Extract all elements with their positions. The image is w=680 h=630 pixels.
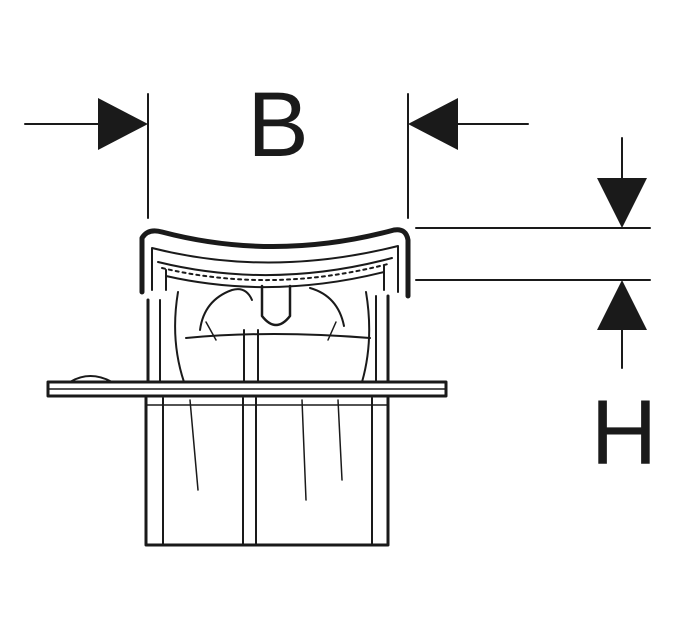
arrow-up-icon xyxy=(597,280,647,330)
outlet-body-outline xyxy=(144,396,390,547)
grate-perforation xyxy=(161,263,389,282)
grate-ring-outer xyxy=(139,227,411,299)
dimension-label-b: B xyxy=(247,74,308,176)
flange-tab xyxy=(69,375,113,383)
siphon-u xyxy=(260,284,292,327)
body-rib-line xyxy=(189,399,199,491)
trap-detail xyxy=(205,321,217,341)
body-rib-line xyxy=(337,399,343,481)
body-rib-line xyxy=(301,399,307,501)
flange-plate xyxy=(46,380,448,398)
arrow-right-icon xyxy=(98,98,148,150)
trap-detail xyxy=(327,321,337,341)
seal-line xyxy=(185,333,371,339)
trap-curve-right xyxy=(309,287,345,327)
drain-body xyxy=(46,227,448,547)
trap-curve-left xyxy=(199,288,253,331)
arrow-left-icon xyxy=(408,98,458,150)
grate-ring-inner xyxy=(151,245,399,293)
grate-slot-line xyxy=(157,257,393,277)
dimension-label-h: H xyxy=(591,382,657,484)
bowl-curve-left xyxy=(174,291,185,383)
dimension-h: H xyxy=(415,137,657,484)
dimension-b: B xyxy=(24,74,529,219)
arrow-down-icon xyxy=(597,178,647,228)
grate-slot-line xyxy=(165,271,385,289)
